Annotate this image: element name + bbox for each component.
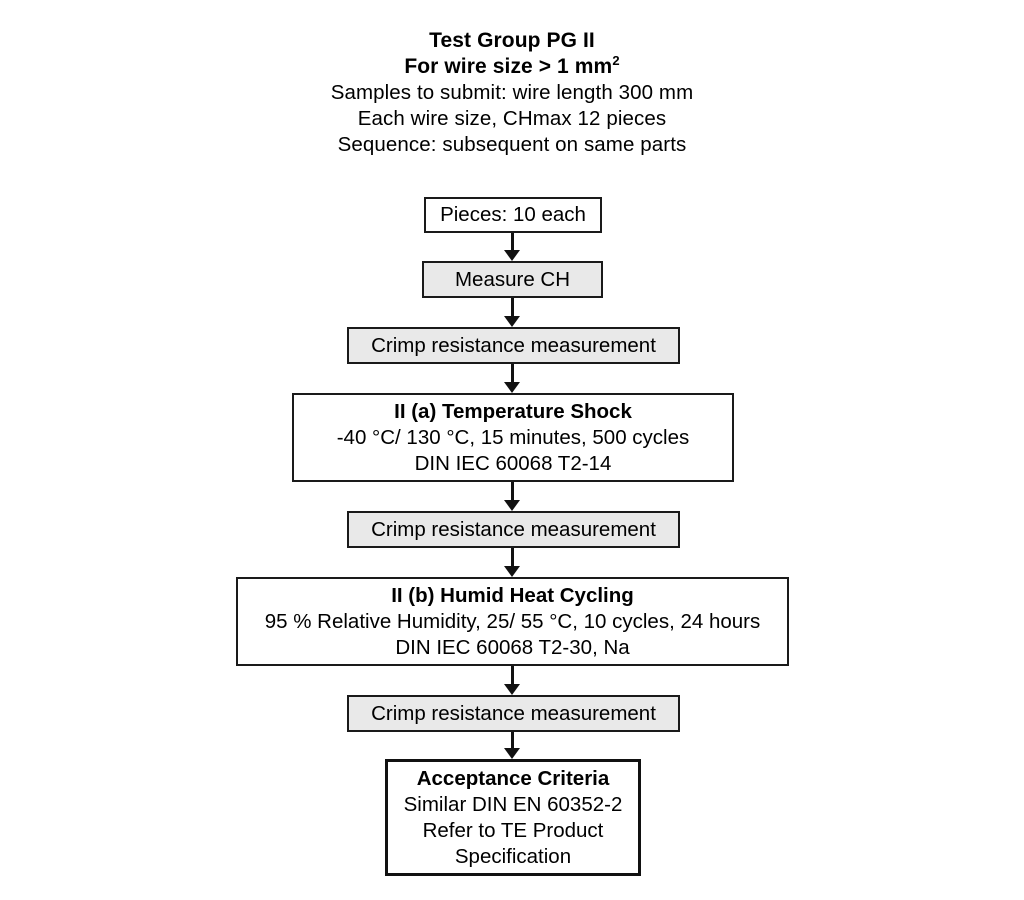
node-acceptance-criteria-standard: Similar DIN EN 60352-2 [403, 792, 623, 816]
header-note-samples: Samples to submit: wire length 300 mm [330, 81, 694, 104]
node-measure-ch[interactable]: Measure CH [422, 261, 603, 298]
connector-humid-heat-cycling-to-crimp-3 [500, 666, 524, 695]
arrow-down-icon [504, 500, 520, 511]
node-temperature-shock-standard: DIN IEC 60068 T2-14 [414, 451, 612, 475]
header-subtitle-text: For wire size > 1 mm [404, 55, 613, 78]
arrow-down-icon [504, 684, 520, 695]
arrow-stem [511, 482, 514, 500]
node-acceptance-criteria-specification: Specification [454, 844, 572, 868]
node-pieces-label: Pieces: 10 each [440, 203, 586, 226]
node-crimp-resistance-measurement-2[interactable]: Crimp resistance measurement [347, 511, 680, 548]
connector-pieces-to-measure-ch [500, 233, 524, 261]
node-humid-heat-cycling-standard: DIN IEC 60068 T2-30, Na [395, 635, 630, 659]
arrow-down-icon [504, 316, 520, 327]
header-subtitle-superscript: 2 [612, 53, 620, 68]
node-temperature-shock-params: -40 °C/ 130 °C, 15 minutes, 500 cycles [336, 425, 690, 449]
node-humid-heat-cycling-params: 95 % Relative Humidity, 25/ 55 °C, 10 cy… [264, 609, 761, 633]
node-humid-heat-cycling[interactable]: II (b) Humid Heat Cycling 95 % Relative … [236, 577, 789, 666]
arrow-stem [511, 666, 514, 684]
arrow-stem [511, 548, 514, 566]
header-block: Test Group PG II For wire size > 1 mm2 S… [0, 28, 1024, 158]
node-crimp-resistance-measurement-1[interactable]: Crimp resistance measurement [347, 327, 680, 364]
connector-measure-ch-to-crimp-1 [500, 298, 524, 327]
connector-crimp-1-to-temperature-shock [500, 364, 524, 393]
arrow-down-icon [504, 250, 520, 261]
node-temperature-shock-title: II (a) Temperature Shock [394, 399, 632, 423]
arrow-down-icon [504, 748, 520, 759]
arrow-stem [511, 732, 514, 748]
arrow-stem [511, 298, 514, 316]
header-subtitle: For wire size > 1 mm2 [0, 54, 1024, 80]
node-crimp-resistance-measurement-3[interactable]: Crimp resistance measurement [347, 695, 680, 732]
node-temperature-shock[interactable]: II (a) Temperature Shock -40 °C/ 130 °C,… [292, 393, 734, 482]
connector-temperature-shock-to-crimp-2 [500, 482, 524, 511]
node-humid-heat-cycling-title: II (b) Humid Heat Cycling [391, 583, 634, 607]
arrow-down-icon [504, 382, 520, 393]
connector-crimp-2-to-humid-heat-cycling [500, 548, 524, 577]
node-acceptance-criteria-title: Acceptance Criteria [416, 766, 610, 790]
node-crimp-3-label: Crimp resistance measurement [371, 701, 656, 725]
node-measure-ch-label: Measure CH [454, 267, 571, 291]
header-note-sequence: Sequence: subsequent on same parts [337, 133, 687, 156]
page-title: Test Group PG II [429, 29, 595, 52]
arrow-down-icon [504, 566, 520, 577]
node-acceptance-criteria[interactable]: Acceptance Criteria Similar DIN EN 60352… [385, 759, 641, 876]
node-crimp-2-label: Crimp resistance measurement [371, 517, 656, 541]
arrow-stem [511, 233, 514, 250]
node-acceptance-criteria-refer: Refer to TE Product [422, 818, 604, 842]
node-pieces[interactable]: Pieces: 10 each [424, 197, 602, 233]
node-crimp-1-label: Crimp resistance measurement [371, 333, 656, 357]
header-note-wire-size: Each wire size, CHmax 12 pieces [357, 107, 667, 130]
connector-crimp-3-to-acceptance-criteria [500, 732, 524, 759]
arrow-stem [511, 364, 514, 382]
